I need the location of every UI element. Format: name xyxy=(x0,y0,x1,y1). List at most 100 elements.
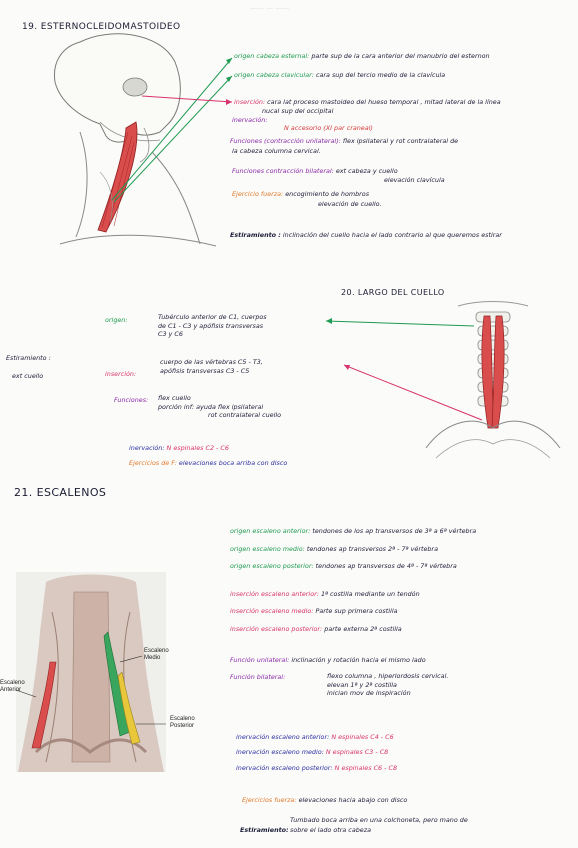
clavicular-origin-text: cara sup del tercio medio de la clavícul… xyxy=(315,71,446,79)
insertion-19-text-cont: nucal sup del occipital xyxy=(262,107,334,115)
origin-scalene-posterior-label: origen escaleno posterior: xyxy=(230,562,314,570)
insertion-20-label: inserción: xyxy=(105,370,137,378)
unilateral-function-21-text: inclinación y rotación hacia el mismo la… xyxy=(291,656,426,664)
exercise-19-label: Ejercicio fuerza: xyxy=(232,190,284,198)
insertion-scalene-medius: inserción escaleno medio: Parte sup prim… xyxy=(230,607,398,615)
innervation-scalene-medius-label: inervación escaleno medio: xyxy=(236,748,324,756)
stretch-21-text: Tumbado boca arriba en una colchoneta, p… xyxy=(290,816,468,824)
scalene-anterior-label-line-2: Anterior xyxy=(0,687,22,693)
scalene-medius-label-line-2: Medio xyxy=(144,655,161,661)
origin-scalene-medius-text: tendones ap transversos 2ª - 7ª vértebra xyxy=(306,545,438,553)
origin-20-text: Tubérculo anterior de C1, cuerpos de C1 … xyxy=(158,313,267,339)
insertion-scalene-posterior-label: inserción escaleno posterior: xyxy=(230,625,323,633)
stretch-20-text: ext cuello xyxy=(12,372,44,380)
exercise-20: Ejercicios de F: elevaciones boca arriba… xyxy=(129,459,287,467)
innervation-scalene-anterior-label: inervación escaleno anterior: xyxy=(236,733,330,741)
exercise-20-text: elevaciones boca arriba con disco xyxy=(178,459,288,467)
bilateral-function-19-cont: elevación clavícula xyxy=(384,176,445,184)
innervation-scalene-anterior-text: N espinales C4 - C6 xyxy=(331,733,394,741)
clavicular-origin-label: origen cabeza clavicular: xyxy=(234,71,314,79)
scalene-medius-muscle xyxy=(103,631,131,737)
innervation-scalene-posterior-text: N espinales C6 - C8 xyxy=(334,764,398,772)
exercise-21-label: Ejercicios fuerza: xyxy=(242,796,297,804)
origin-scalene-posterior-text: tendones ap transversos de 4ª - 7ª vérte… xyxy=(315,562,457,570)
insertion-scalene-anterior-label: inserción escaleno anterior: xyxy=(230,590,319,598)
insertion-20-text: cuerpo de las vértebras C5 - T3, apófisi… xyxy=(160,358,263,375)
section-20-title: 20. LARGO DEL CUELLO xyxy=(341,288,445,297)
exercise-20-label: Ejercicios de F: xyxy=(129,459,177,467)
innervation-scalene-anterior: inervación escaleno anterior: N espinale… xyxy=(236,733,394,741)
bilateral-function-21-line-3: inician mov de inspiración xyxy=(327,689,411,698)
section-19-title: 19. ESTERNOCLEIDOMASTOIDEO xyxy=(22,22,181,32)
innervation-19-text: N accesorio (XI par craneal) xyxy=(284,124,373,132)
bilateral-function-21-text: flexo columna , hiperlordosis cervical. … xyxy=(327,672,448,698)
scalene-medius-label-line-1: Escaleno xyxy=(144,648,169,654)
origin-20-label: origen: xyxy=(105,316,128,324)
stretch-19: Estiramiento : inclinación del cuello ha… xyxy=(230,231,502,239)
exercise-19-cont: elevación de cuello. xyxy=(318,200,382,208)
pointer-arrows-20 xyxy=(325,318,483,421)
origin-20-line-1: Tubérculo anterior de C1, cuerpos xyxy=(158,313,267,321)
insertion-scalene-medius-label: inserción escaleno medio: xyxy=(230,607,314,615)
sternocleidomastoid-muscle xyxy=(97,121,138,233)
bilateral-function-21-line-2: elevan 1ª y 2ª costilla xyxy=(327,680,397,689)
insertion-19-text: cara lat proceso mastoideo del hueso tem… xyxy=(267,98,501,106)
innervation-scalene-medius-text: N espinales C3 - C8 xyxy=(325,748,389,756)
insertion-scalene-medius-text: Parte sup primera costilla xyxy=(315,607,398,615)
functions-20-line-1: flex cuello xyxy=(158,394,191,402)
stretch-21-label: Estiramiento: xyxy=(240,826,289,834)
scalene-anterior-label-line-1: Escaleno xyxy=(0,680,25,686)
innervation-20-text: N espinales C2 - C6 xyxy=(166,444,229,452)
insertion-scalene-posterior: inserción escaleno posterior: parte exte… xyxy=(230,625,402,633)
stretch-20-label: Estiramiento : xyxy=(6,354,51,362)
stretch-19-text: inclinación del cuello hacia el lado con… xyxy=(282,231,502,239)
bilateral-function-19-label: Funciones contracción bilateral: xyxy=(232,167,334,175)
scalene-posterior-muscle xyxy=(117,671,141,745)
innervation-19-label: inervación: xyxy=(232,116,268,124)
cervical-spine-illustration xyxy=(425,301,561,459)
bilateral-function-19: Funciones contracción bilateral: ext cab… xyxy=(232,167,398,175)
scalene-medius-label: Escaleno Medio xyxy=(144,648,169,662)
pointer-arrows-19 xyxy=(111,57,233,203)
origin-scalene-medius: origen escaleno medio: tendones ap trans… xyxy=(230,545,438,553)
scalene-posterior-label-line-2: Posterior xyxy=(170,723,195,729)
origin-scalene-anterior-text: tendones de los ap transversos de 3ª a 6… xyxy=(312,527,477,535)
origin-20-line-2: de C1 - C3 y apófisis transversas xyxy=(158,321,264,330)
innervation-scalene-posterior: inervación escaleno posterior: N espinal… xyxy=(236,764,397,772)
unilateral-function-21-label: Función unilateral: xyxy=(230,656,290,664)
unilateral-function-19-label: Funciones (contracción unilateral): xyxy=(230,137,341,145)
scalene-posterior-label-line-1: Escaleno xyxy=(170,716,195,722)
unilateral-function-21: Función unilateral: inclinación y rotaci… xyxy=(230,656,426,664)
bilateral-function-21-line-1: flexo columna , hiperlordosis cervical. xyxy=(327,672,449,680)
insertion-19: inserción: cara lat proceso mastoideo de… xyxy=(234,98,501,106)
insertion-20-line-2: apófisis transversas C3 - C5 xyxy=(160,366,250,375)
unilateral-function-19-text: flex ipsilateral y rot contralateral de xyxy=(342,137,459,145)
sternal-origin-text: parte sup de la cara anterior del manubr… xyxy=(311,52,490,60)
innervation-20: inervación: N espinales C2 - C6 xyxy=(129,444,229,452)
innervation-scalene-posterior-label: inervación escaleno posterior: xyxy=(236,764,333,772)
insertion-scalene-posterior-text: parte externa 2ª costilla xyxy=(324,625,402,633)
functions-20-label: Funciones: xyxy=(114,396,149,404)
sternal-origin-label: origen cabeza esternal: xyxy=(234,52,310,60)
clavicular-origin: origen cabeza clavicular: cara sup del t… xyxy=(234,71,445,79)
sternal-origin: origen cabeza esternal: parte sup de la … xyxy=(234,52,490,60)
exercise-19-text: encogimiento de hombros xyxy=(285,190,370,198)
origin-scalene-medius-label: origen escaleno medio: xyxy=(230,545,305,553)
exercise-21: Ejercicios fuerza: elevaciones hacia aba… xyxy=(242,796,407,804)
scalene-posterior-label: Escaleno Posterior xyxy=(170,716,195,730)
longus-colli-right xyxy=(491,315,505,429)
origin-scalene-anterior-label: origen escaleno anterior: xyxy=(230,527,311,535)
insertion-scalene-anterior-text: 1ª costilla mediante un tendón xyxy=(320,590,420,598)
functions-20-text: flex cuello porción inf: ayuda flex ipsi… xyxy=(158,394,281,420)
bilateral-function-19-text: ext cabeza y cuello xyxy=(335,167,398,175)
origin-20-line-3: C3 y C6 xyxy=(158,330,183,339)
innervation-20-label: inervación: xyxy=(129,444,165,452)
insertion-scalene-anterior: inserción escaleno anterior: 1ª costilla… xyxy=(230,590,420,598)
unilateral-function-19-cont: la cabeza columna cervical. xyxy=(232,147,321,155)
functions-20-line-2: porción inf: ayuda flex ipsilateral xyxy=(158,402,264,411)
stretch-21-label-text: Estiramiento: xyxy=(240,826,289,834)
origin-scalene-posterior: origen escaleno posterior: tendones ap t… xyxy=(230,562,457,570)
stretch-19-label: Estiramiento : xyxy=(230,231,281,239)
unilateral-function-19: Funciones (contracción unilateral): flex… xyxy=(230,137,458,145)
